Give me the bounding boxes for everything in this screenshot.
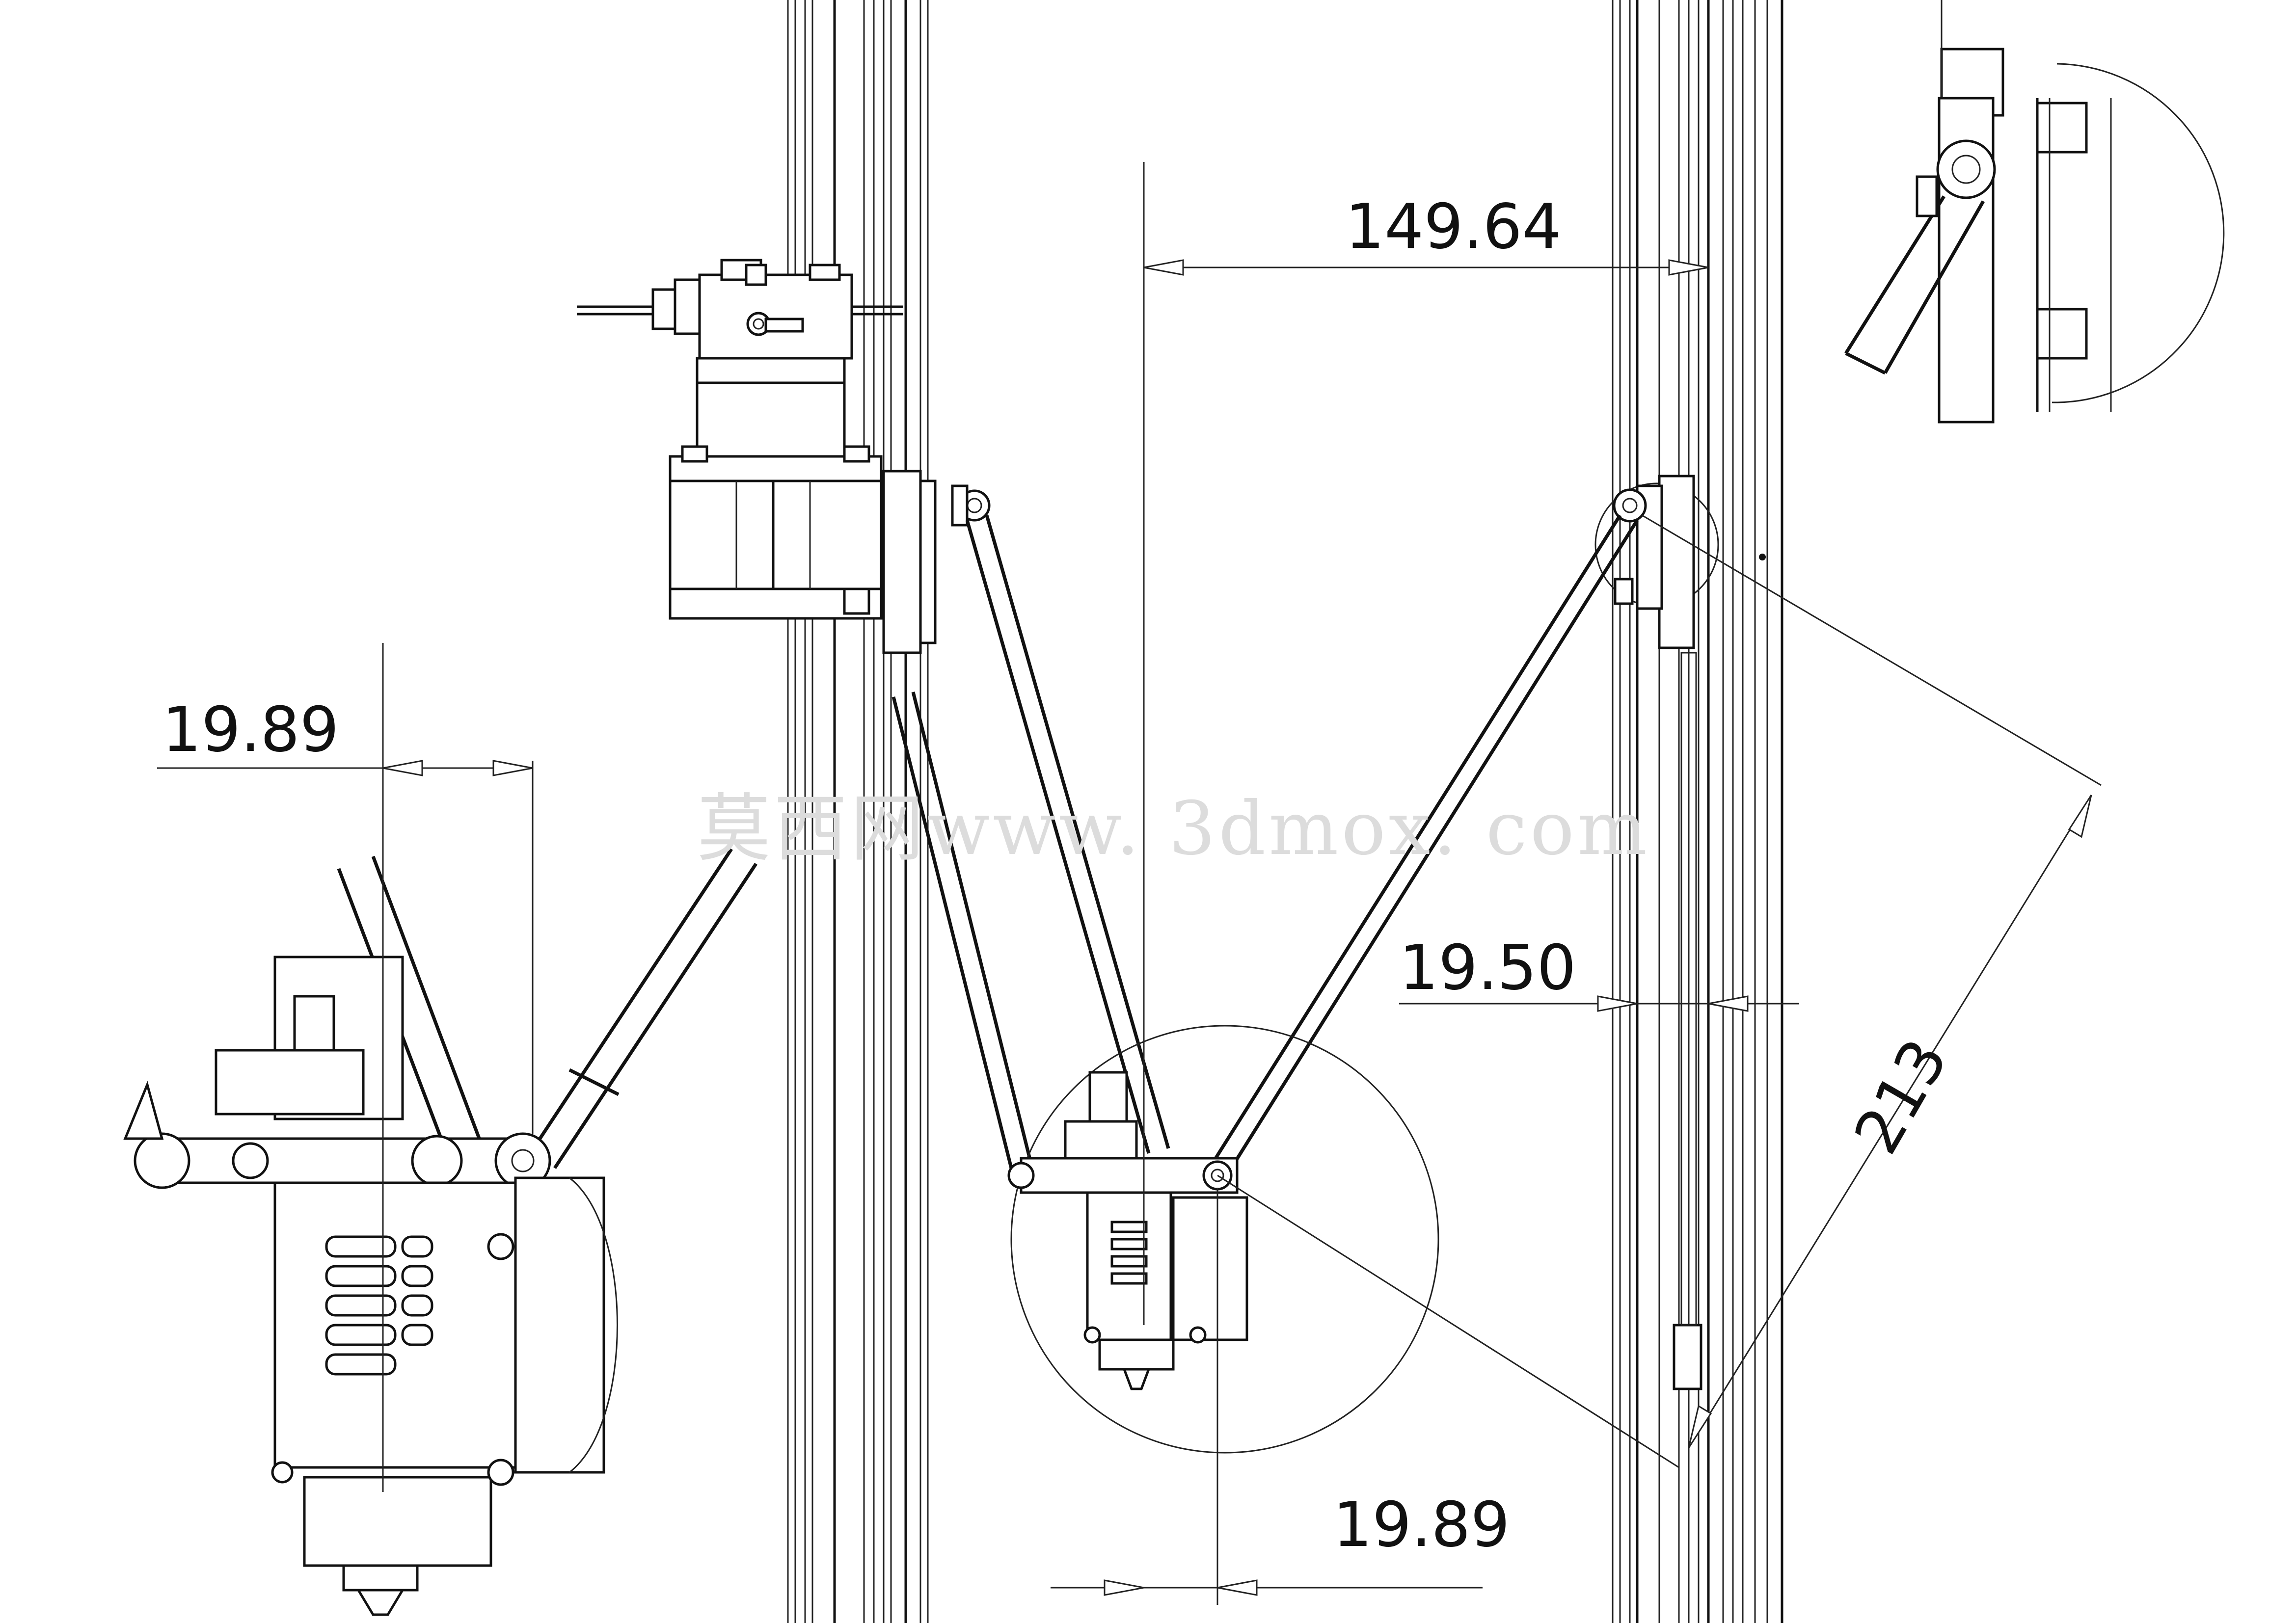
dimension-label-left-19-89: 19.89 (162, 693, 339, 766)
right-rail-extrusion (1612, 0, 1783, 1623)
reference-dot (1759, 554, 1766, 560)
left-effector-view (123, 848, 757, 1616)
dimension-rail-offset: 19.50 (1399, 931, 1799, 1012)
dimension-label-bottom-19-89: 19.89 (1333, 1489, 1510, 1561)
dimension-top-span: 149.64 (1143, 162, 1709, 1325)
delta-arms (891, 514, 1639, 1171)
detail-view (1844, 0, 2225, 424)
dimension-label-213: 213 (1840, 1027, 1962, 1166)
watermark-text: 莫西网www. 3dmox. com (697, 786, 1650, 872)
dimension-label-19-50: 19.50 (1399, 931, 1576, 1004)
dimension-bottom-offset: 19.89 (1051, 1188, 1510, 1605)
dimension-label-149-64: 149.64 (1345, 190, 1562, 263)
center-effector (1007, 1025, 1439, 1454)
dimension-left-offset: 19.89 (157, 643, 534, 1492)
right-carriage-joint (1594, 475, 1719, 649)
extruder-motor-assembly (577, 259, 991, 654)
